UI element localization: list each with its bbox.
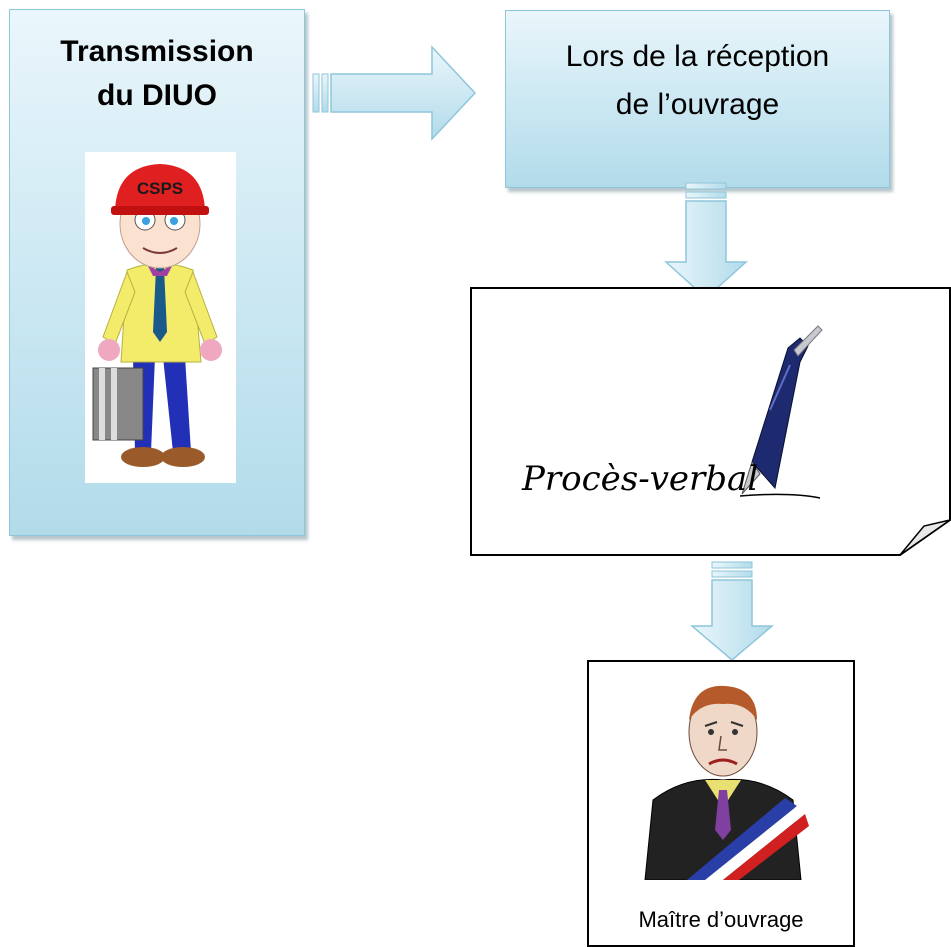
transmission-title: Transmission du DIUO <box>10 30 304 118</box>
proces-verbal-document: Procès-verbal <box>470 287 951 556</box>
arrow-transmission-to-reception <box>312 45 477 141</box>
reception-title-line2: de l’ouvrage <box>615 88 780 121</box>
arrow-pv-to-maitre <box>689 561 775 661</box>
transmission-box: Transmission du DIUO CSPS <box>9 9 305 536</box>
proces-verbal-text: Procès-verbal <box>521 459 758 499</box>
maitre-ouvrage-illustration <box>644 685 809 880</box>
pen-icon <box>741 325 823 495</box>
transmission-title-line1: Transmission <box>60 35 254 68</box>
arrow-reception-to-pv <box>664 182 748 300</box>
reception-title-line1: Lors de la réception <box>565 40 830 73</box>
transmission-title-line2: du DIUO <box>97 79 217 112</box>
helmet-csps-label: CSPS <box>137 179 183 198</box>
csps-worker-illustration: CSPS <box>85 152 236 483</box>
maitre-ouvrage-box: Maître d’ouvrage <box>587 660 855 947</box>
maitre-ouvrage-label: Maître d’ouvrage <box>638 907 804 932</box>
reception-box: Lors de la réception de l’ouvrage <box>505 10 890 188</box>
reception-title: Lors de la réception de l’ouvrage <box>506 33 889 129</box>
